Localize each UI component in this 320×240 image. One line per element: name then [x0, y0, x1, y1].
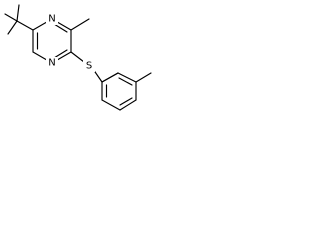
nitrogen-label: N: [48, 58, 55, 69]
benzene-ring: [101, 72, 137, 111]
bond-ring-methyl: [70, 18, 90, 31]
bond-ar3-ar4: [119, 99, 137, 111]
bond-tbu-methyl-top: [16, 4, 20, 22]
pyrimidine-ring: [32, 18, 72, 64]
double-bond-ar3-ar4: [119, 97, 133, 106]
chemical-structure-diagram: N N S: [4, 4, 152, 111]
tert-butyl-group: [4, 4, 34, 35]
double-bond-c5-c6: [53, 49, 68, 59]
atom-label-n-top: N: [46, 13, 58, 25]
bond-ar4-ar5: [101, 99, 121, 111]
atom-label-s: S: [83, 60, 95, 72]
bond-c5-s: [70, 51, 85, 63]
bond-ar6-ar1: [101, 72, 119, 83]
atom-label-n-bottom: N: [46, 57, 58, 69]
bond-ar1-ar2: [117, 72, 137, 83]
nitrogen-label: N: [48, 14, 55, 25]
bond-aryl-methyl: [135, 72, 152, 83]
double-bond-ar1-ar2: [118, 77, 133, 86]
bond-tbu-methyl-left: [4, 13, 18, 22]
sulfur-label: S: [86, 61, 92, 72]
double-bond-n3-c4: [53, 23, 68, 33]
bond-tbu-to-ring: [16, 20, 34, 31]
bond-tbu-methyl-lower: [7, 20, 18, 35]
